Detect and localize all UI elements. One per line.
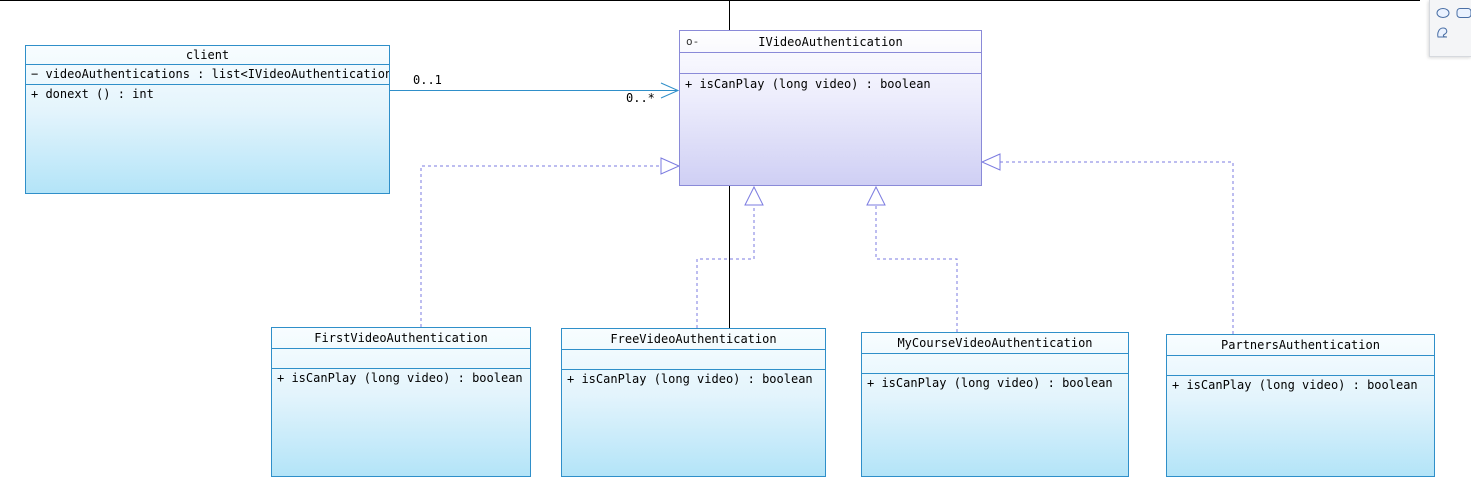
realization-partners: [1000, 161, 1234, 334]
realization-partners-arrowhead: [980, 153, 1001, 171]
association-target-multiplicity: 0..*: [626, 91, 655, 105]
shape-palette: [1429, 0, 1471, 57]
attribute-compartment: [272, 349, 530, 369]
interface-icon: o-: [686, 35, 700, 48]
operation-compartment: + isCanPlay (long video) : boolean: [562, 370, 825, 389]
attribute-compartment: − videoAuthentications : list<IVideoAuth…: [26, 65, 389, 85]
class-freevideoauthentication[interactable]: FreeVideoAuthentication + isCanPlay (lon…: [561, 328, 826, 477]
operation-compartment: + isCanPlay (long video) : boolean: [272, 369, 530, 388]
operation-item: + isCanPlay (long video) : boolean: [277, 371, 523, 385]
class-name: IVideoAuthentication: [758, 35, 903, 49]
realization-mycourse: [875, 205, 958, 332]
operation-item: + isCanPlay (long video) : boolean: [867, 376, 1113, 390]
operation-item: + donext () : int: [31, 87, 154, 101]
realization-free: [696, 205, 755, 328]
class-name: client: [26, 46, 389, 65]
class-name: MyCourseVideoAuthentication: [862, 333, 1128, 354]
class-client[interactable]: client − videoAuthentications : list<IVi…: [25, 45, 390, 194]
attribute-compartment: [562, 350, 825, 370]
attribute-compartment: [1167, 356, 1434, 376]
class-name: FirstVideoAuthentication: [272, 328, 530, 349]
class-name: PartnersAuthentication: [1167, 335, 1434, 356]
interface-name-row: o- IVideoAuthentication: [680, 31, 981, 53]
realization-mycourse-arrowhead: [866, 185, 886, 206]
operation-compartment: + isCanPlay (long video) : boolean: [862, 374, 1128, 393]
attribute-compartment: [862, 354, 1128, 374]
realization-first-arrowhead: [660, 157, 681, 175]
interface-ivideoauthentication[interactable]: o- IVideoAuthentication + isCanPlay (lon…: [679, 30, 982, 186]
operation-item: + isCanPlay (long video) : boolean: [567, 372, 813, 386]
rounded-rect-icon[interactable]: [1455, 6, 1471, 20]
realization-free-arrowhead: [744, 185, 764, 206]
note-icon[interactable]: [1435, 25, 1451, 41]
class-partnersauthentication[interactable]: PartnersAuthentication + isCanPlay (long…: [1166, 334, 1435, 477]
attribute-compartment: [680, 53, 981, 74]
realization-first: [420, 165, 661, 327]
operation-compartment: + donext () : int: [26, 85, 389, 104]
ellipse-icon[interactable]: [1435, 6, 1451, 20]
operation-compartment: + isCanPlay (long video) : boolean: [1167, 376, 1434, 395]
association-arrowhead: [660, 82, 680, 99]
operation-item: + isCanPlay (long video) : boolean: [685, 77, 931, 91]
attribute-item: − videoAuthentications : list<IVideoAuth…: [31, 67, 389, 81]
class-mycoursevideoauthentication[interactable]: MyCourseVideoAuthentication + isCanPlay …: [861, 332, 1129, 477]
operation-compartment: + isCanPlay (long video) : boolean: [680, 74, 981, 94]
operation-item: + isCanPlay (long video) : boolean: [1172, 378, 1418, 392]
class-name: FreeVideoAuthentication: [562, 329, 825, 350]
association-source-multiplicity: 0..1: [413, 73, 442, 87]
class-firstvideoauthentication[interactable]: FirstVideoAuthentication + isCanPlay (lo…: [271, 327, 531, 477]
